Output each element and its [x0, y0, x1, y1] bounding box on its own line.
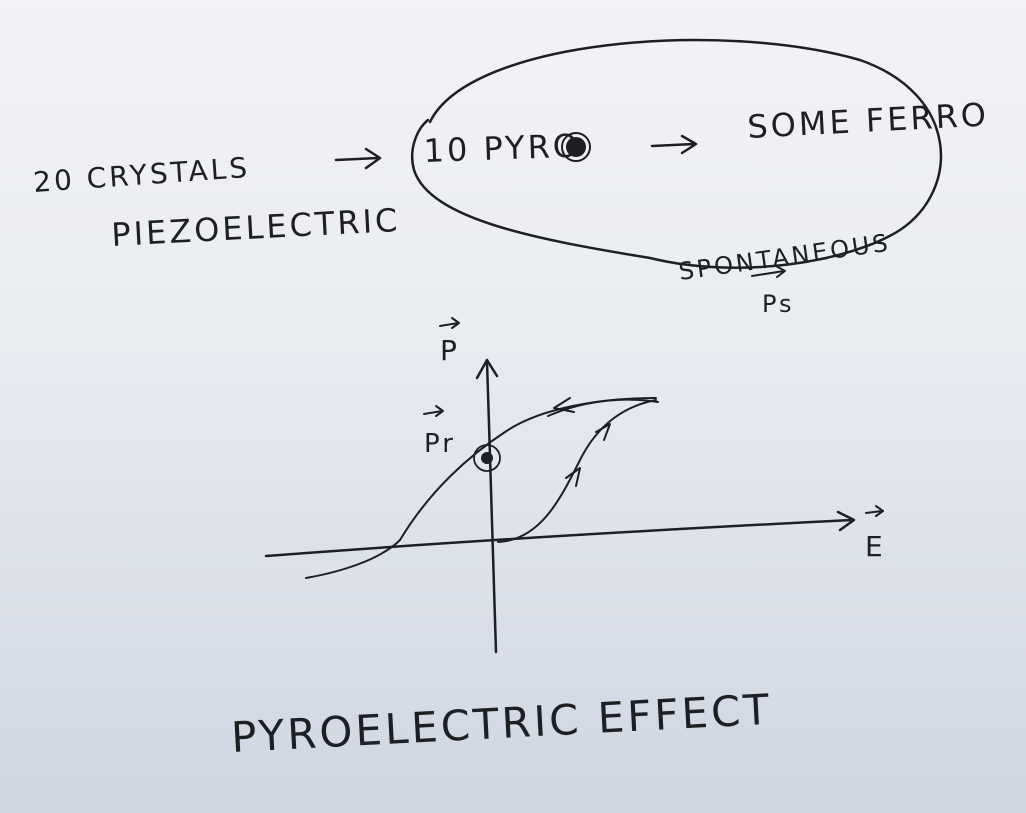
note-piezoelectric: PIEZOELECTRIC: [110, 201, 401, 254]
virgin-curve: [497, 399, 657, 543]
arrow-to-pyro-icon: [334, 147, 382, 170]
ps-vector-arrow-icon: [751, 265, 786, 278]
note-spontaneous: SPONTANEOUS: [677, 228, 892, 285]
hysteresis-top-return: [547, 398, 659, 417]
hysteresis-upper-branch: [305, 397, 657, 579]
note-crystals: 20 CRYSTALS: [32, 151, 251, 199]
arrow-to-ferro-icon: [650, 134, 698, 155]
diagram-title: PYROELECTRIC EFFECT: [230, 685, 773, 762]
p-label-vector-arrow-icon: [439, 317, 460, 329]
pyro-group-loop: [411, 38, 943, 269]
y-axis-label: P: [440, 334, 460, 367]
remanent-point-icon: [473, 444, 501, 472]
circled-mark-icon: [561, 132, 591, 162]
curve-arrow-left-icon: [553, 397, 575, 413]
pr-vector-arrow-icon: [423, 405, 444, 417]
curve-arrow-up-icon: [595, 423, 611, 441]
note-pyro: 10 PYRO: [423, 127, 582, 170]
note-some-ferro: SOME FERRO: [746, 95, 989, 146]
curve-arrow-lower-icon: [565, 467, 581, 487]
remanent-polarization-label: Pr: [424, 429, 456, 459]
p-axis: [475, 358, 499, 654]
note-ps: Ps: [762, 290, 795, 318]
x-axis-label: E: [865, 530, 886, 563]
e-label-vector-arrow-icon: [865, 505, 884, 517]
e-axis: [264, 510, 856, 558]
